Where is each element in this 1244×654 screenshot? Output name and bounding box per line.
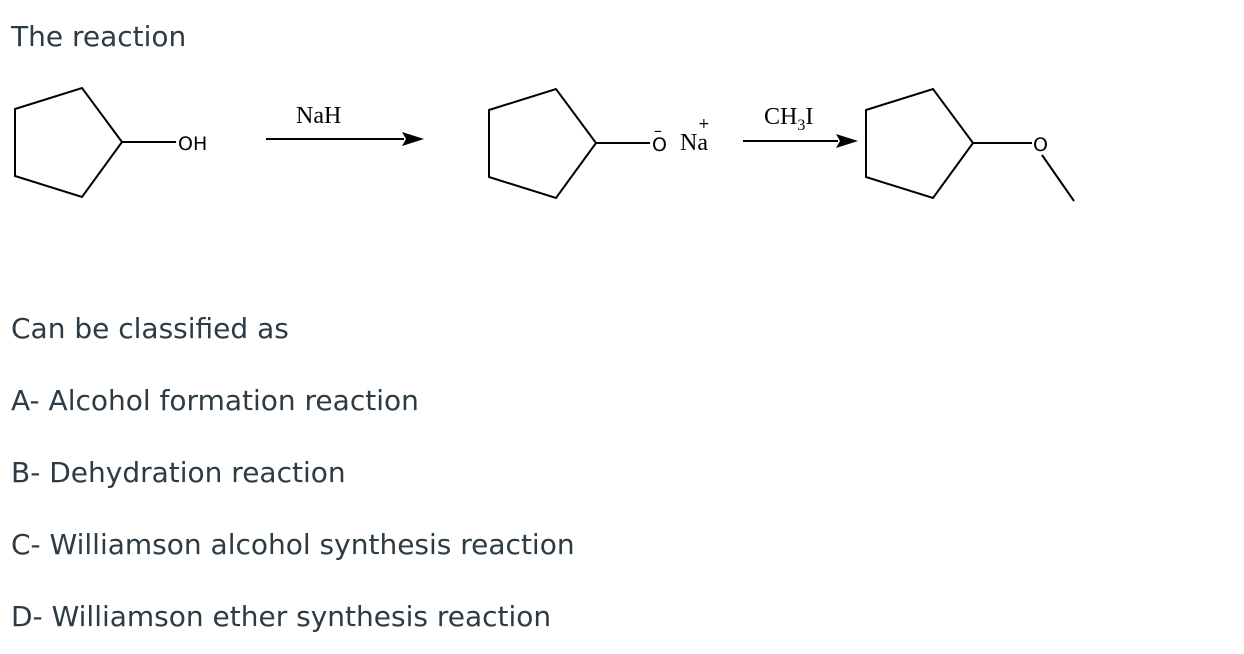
intermediate-alkoxide: – O + Na: [488, 87, 710, 200]
alkoxide-minus-charge: –: [654, 121, 662, 140]
intro-text: The reaction: [11, 20, 187, 53]
reaction-scheme: OH NaH – O + Na CH3I O: [14, 86, 1075, 202]
arrow-head-1: [402, 132, 424, 146]
cyclopentane-ring-1: [14, 86, 124, 199]
option-d: D- Williamson ether synthesis reaction: [11, 600, 552, 633]
arrow-head-2: [836, 134, 858, 148]
cyclopentane-ring-2: [488, 87, 598, 200]
ether-oxygen: O: [1033, 134, 1048, 156]
question-text: Can be classified as: [11, 312, 289, 345]
sodium-cation: Na: [680, 130, 708, 156]
hydroxyl-label: OH: [178, 133, 207, 155]
sodium-plus-charge: +: [698, 116, 710, 132]
option-a: A- Alcohol formation reaction: [11, 384, 419, 417]
product-methoxycyclopentane: O: [865, 87, 1075, 202]
reaction-arrow-1: NaH: [266, 103, 424, 146]
reaction-arrow-2: CH3I: [743, 104, 858, 148]
reagent-nah: NaH: [296, 103, 341, 129]
reagent-ch3i: CH3I: [764, 104, 813, 134]
option-b: B- Dehydration reaction: [11, 456, 346, 489]
reactant-cyclopentanol: OH: [14, 86, 207, 199]
alkoxide-oxygen: O: [652, 134, 667, 156]
bond-o-methyl: [1041, 154, 1075, 202]
cyclopentane-ring-3: [865, 87, 975, 200]
option-c: C- Williamson alcohol synthesis reaction: [11, 528, 575, 561]
